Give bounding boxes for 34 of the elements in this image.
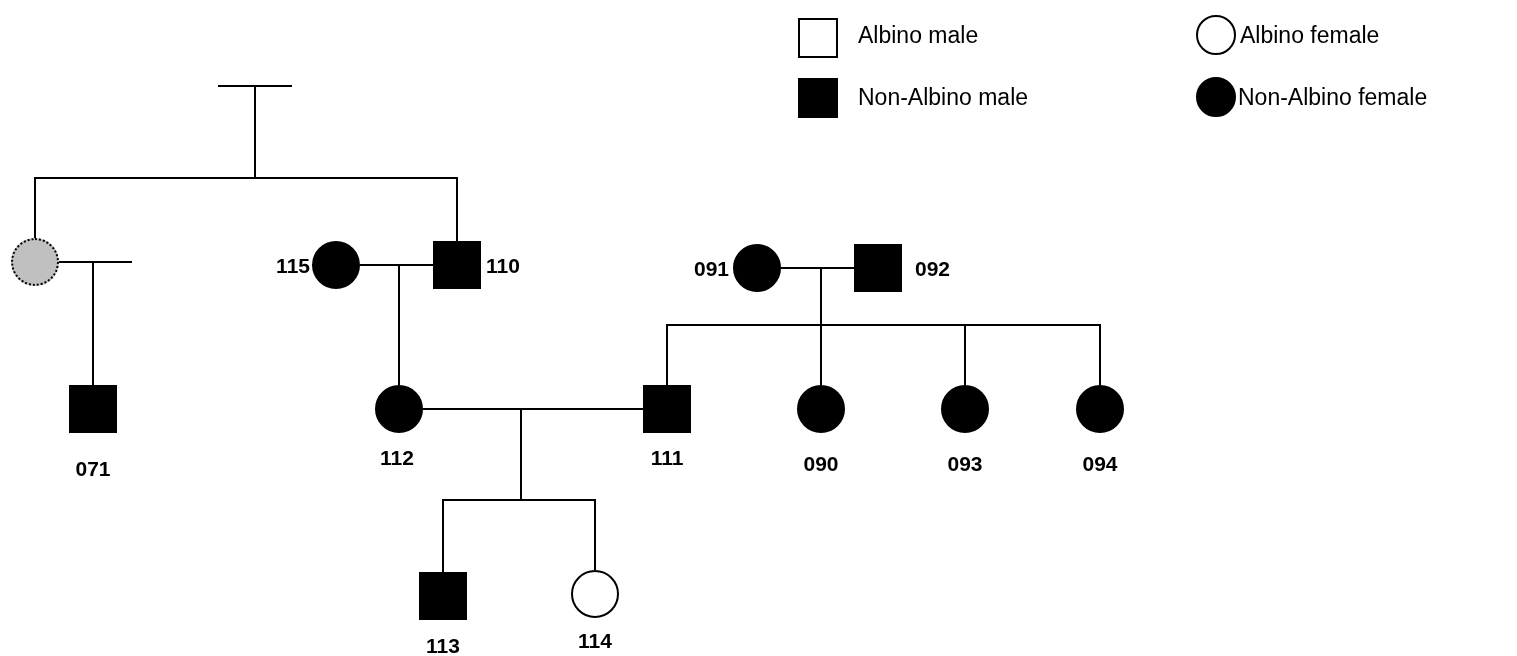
male-symbol: [433, 241, 481, 289]
male-symbol: [69, 385, 117, 433]
legend-label: Albino male: [858, 23, 979, 47]
mating-line: [218, 85, 292, 87]
individual-id: 114: [578, 629, 612, 651]
individual-id: 094: [1082, 452, 1118, 474]
female-symbol: [571, 570, 619, 618]
female-symbol: [1076, 385, 1124, 433]
individual-id: 091: [693, 257, 729, 279]
pedigree-line: [254, 86, 458, 242]
female-symbol: [941, 385, 989, 433]
legend-label: Albino female: [1240, 23, 1380, 47]
female-symbol: [375, 385, 423, 433]
female-symbol: [797, 385, 845, 433]
individual-id: 111: [650, 446, 684, 468]
female-symbol: [733, 244, 781, 292]
individual-id: 115: [276, 254, 310, 276]
legend-label: Non-Albino male: [858, 85, 1029, 109]
individual-id: 110: [486, 254, 520, 276]
individual-id: 071: [75, 457, 111, 479]
male-symbol: [854, 244, 902, 292]
individual-id: 112: [380, 446, 414, 468]
pedigree-line: [398, 264, 434, 386]
individual-id: 090: [803, 452, 839, 474]
individual-id: 113: [426, 634, 460, 656]
male-symbol: [643, 385, 691, 433]
individual-id: 093: [947, 452, 983, 474]
female-symbol: [312, 241, 360, 289]
pedigree-line: [520, 408, 644, 571]
individual-id: 092: [915, 257, 951, 279]
legend-label: Non-Albino female: [1238, 85, 1428, 109]
female-symbol: [11, 238, 59, 286]
pedigree-line: [58, 261, 94, 386]
male-symbol: [419, 572, 467, 620]
